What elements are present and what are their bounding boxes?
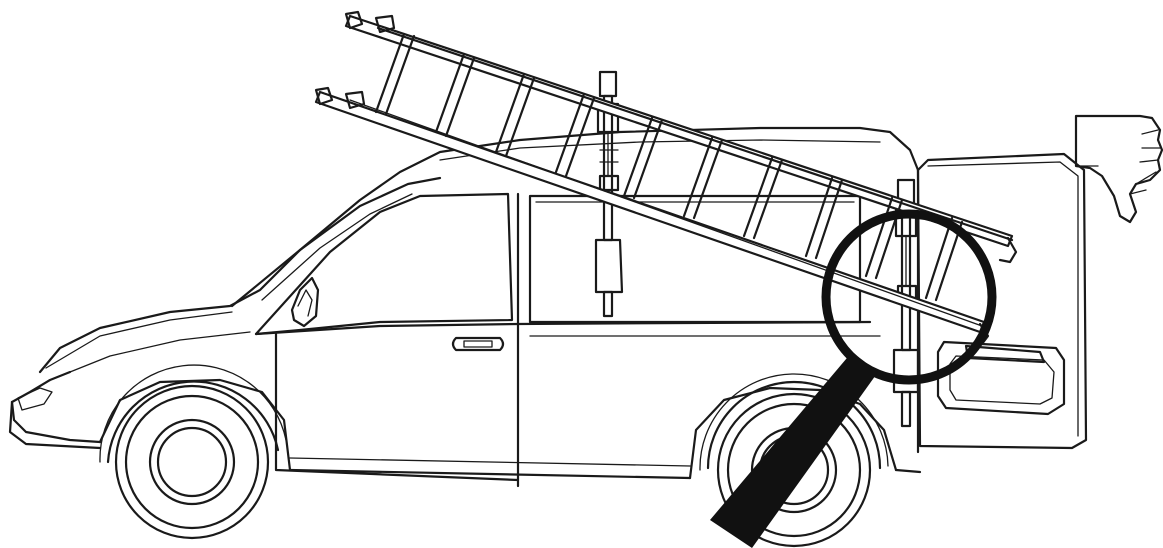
thumbs-down-icon (1074, 114, 1163, 224)
van-body (8, 126, 922, 488)
magnifier-icon (710, 209, 997, 548)
ladder-clamp-front (594, 70, 624, 318)
ladder (314, 10, 1018, 346)
rear-wheel (699, 373, 889, 548)
front-wheel (99, 364, 287, 540)
rear-door (916, 152, 1088, 454)
